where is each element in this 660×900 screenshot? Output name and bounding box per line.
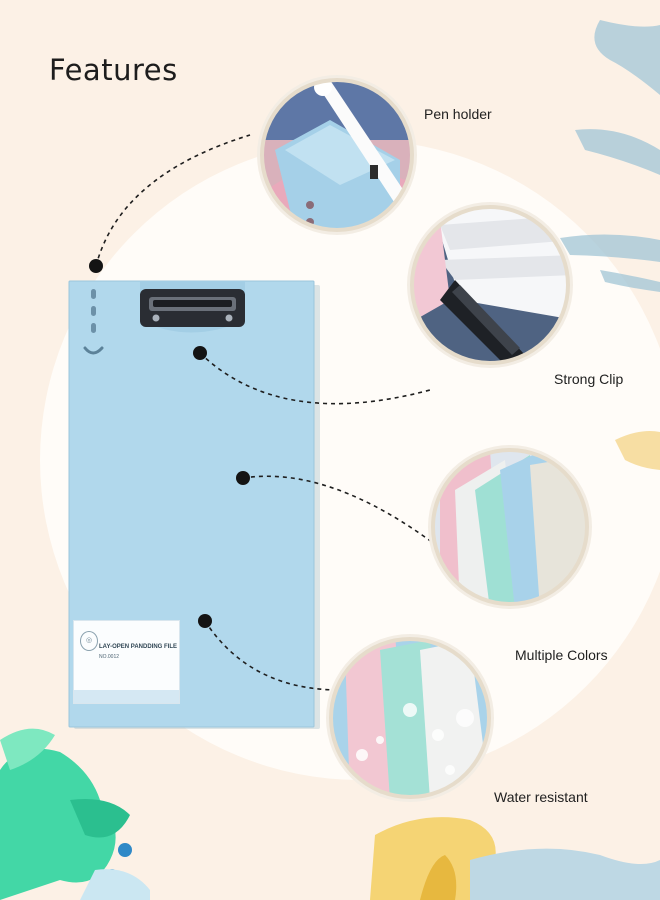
yellow-paint-splash-right xyxy=(615,431,660,470)
strong-clip-detail-photo xyxy=(407,202,573,368)
page-title: Features xyxy=(49,53,178,87)
green-paint-splash-bottom-left xyxy=(0,728,150,900)
metal-clip xyxy=(140,289,245,327)
feature-label-multiple-colors: Multiple Colors xyxy=(515,647,608,663)
product-name: LAY-OPEN PANDDING FILE xyxy=(99,644,178,650)
blue-paint-splash-top-right xyxy=(560,20,660,292)
feature-label-water-resistant: Water resistant xyxy=(494,789,588,805)
connector-dots xyxy=(89,259,250,628)
brand-logo-icon: ◎ xyxy=(80,631,98,651)
clipboard-label-card: ◎ LAY-OPEN PANDDING FILE NO.0012 xyxy=(73,620,180,704)
feature-label-pen-holder: Pen holder xyxy=(424,106,492,122)
clipboard-board xyxy=(69,281,314,727)
yellow-paint-splash-bottom xyxy=(370,817,496,900)
model-number: NO.0012 xyxy=(99,654,120,660)
label-stripe xyxy=(74,690,179,703)
feature-label-strong-clip: Strong Clip xyxy=(554,371,624,387)
smile-holes xyxy=(83,289,104,355)
water-resistant-detail-photo xyxy=(326,634,494,802)
multiple-colors-detail-photo xyxy=(428,445,592,609)
blue-paint-splash-bottom-right xyxy=(470,848,660,900)
dashed-connectors xyxy=(95,134,441,691)
